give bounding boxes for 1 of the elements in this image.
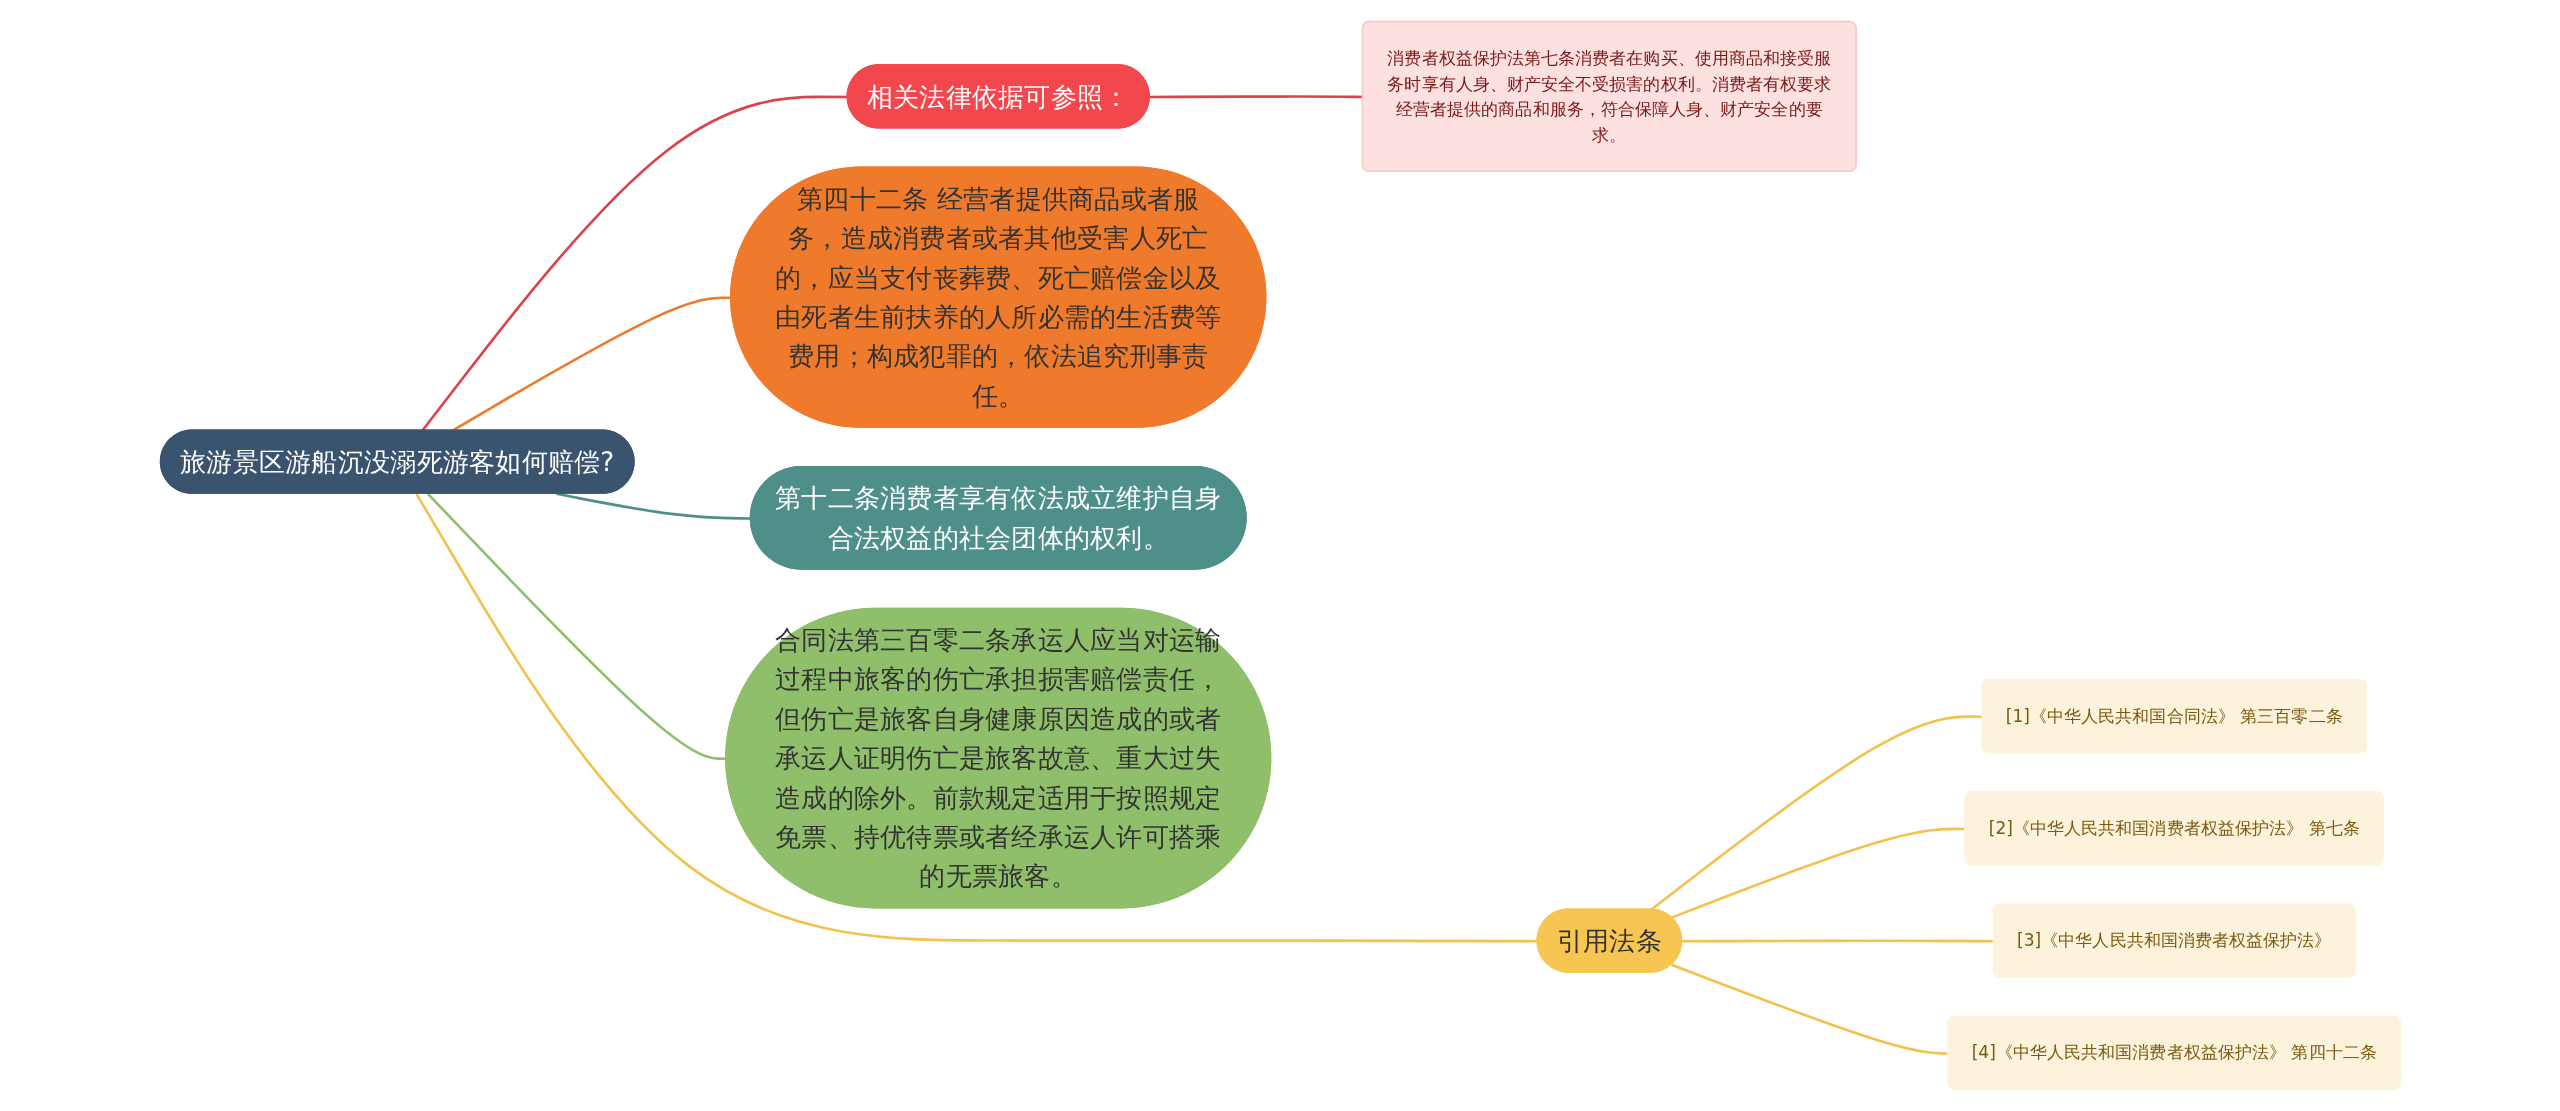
connector bbox=[1149, 95, 1363, 99]
